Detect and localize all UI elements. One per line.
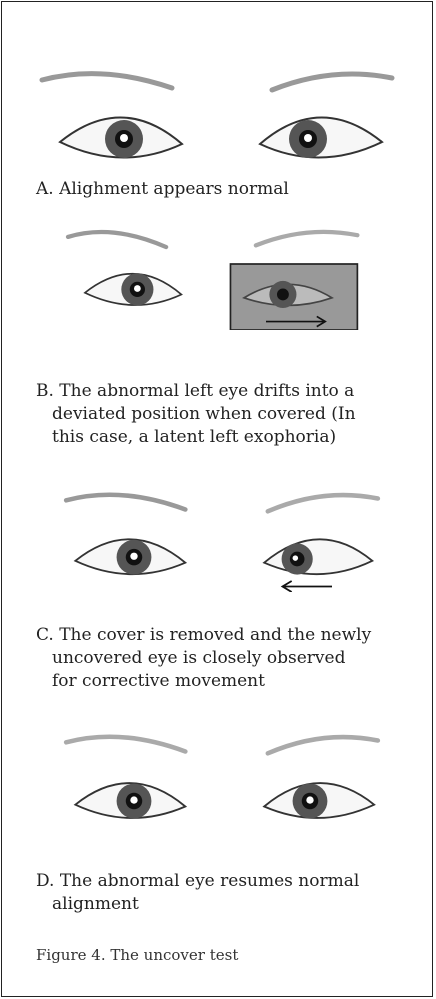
caption-d-line1: D. The abnormal eye resumes normal bbox=[36, 871, 359, 891]
left-eye bbox=[264, 539, 372, 574]
caption-b: B. The abnormal left eye drifts into a d… bbox=[36, 380, 416, 449]
right-eye bbox=[75, 783, 185, 818]
right-eye bbox=[60, 117, 182, 158]
caption-d: D. The abnormal eye resumes normal align… bbox=[36, 870, 416, 916]
eyes-panel-b bbox=[32, 220, 412, 330]
caption-b-line2: deviated position when covered (In bbox=[36, 403, 416, 426]
right-eye bbox=[85, 273, 181, 305]
caption-d-line2: alignment bbox=[36, 893, 416, 916]
caption-c: C. The cover is removed and the newly un… bbox=[36, 624, 416, 693]
right-eyebrow bbox=[68, 232, 166, 247]
left-eye bbox=[264, 783, 374, 818]
caption-c-line3: for corrective movement bbox=[36, 670, 416, 693]
left-eyebrow bbox=[268, 737, 378, 753]
right-eyebrow bbox=[66, 737, 185, 752]
left-eyebrow bbox=[256, 232, 358, 246]
figure-caption: Figure 4. The uncover test bbox=[36, 946, 238, 964]
left-eye bbox=[260, 117, 382, 158]
right-eyebrow bbox=[42, 74, 172, 88]
cover-occluder bbox=[230, 264, 357, 330]
caption-b-line3: this case, a latent left exophoria) bbox=[36, 426, 416, 449]
right-eye bbox=[75, 539, 185, 574]
right-eyebrow bbox=[66, 495, 185, 510]
left-eyebrow bbox=[268, 495, 378, 511]
caption-a: A. Alighment appears normal bbox=[36, 178, 416, 201]
caption-b-line1: B. The abnormal left eye drifts into a bbox=[36, 381, 354, 401]
caption-c-line2: uncovered eye is closely observed bbox=[36, 647, 416, 670]
left-eyebrow bbox=[272, 74, 392, 90]
eyes-panel-a bbox=[32, 62, 412, 172]
eyes-panel-c bbox=[32, 482, 412, 592]
eyes-panel-d bbox=[32, 724, 412, 834]
caption-c-line1: C. The cover is removed and the newly bbox=[36, 625, 371, 645]
